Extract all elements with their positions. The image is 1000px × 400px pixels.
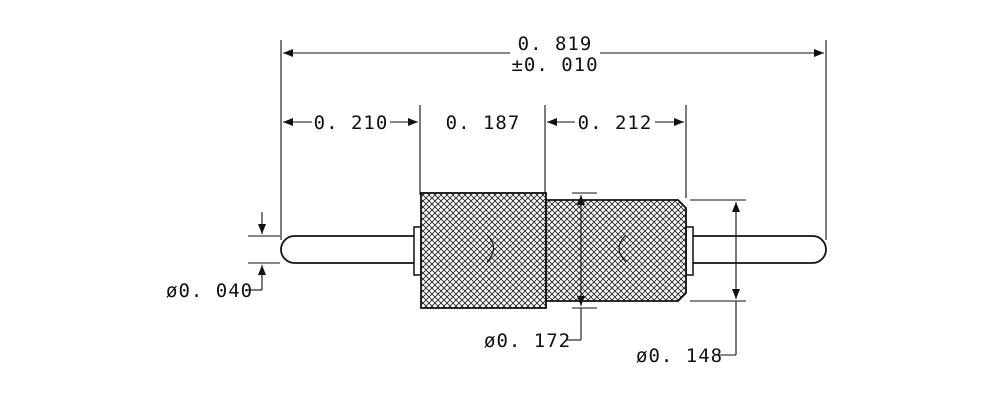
large-knurled-body xyxy=(420,192,547,309)
left-pin-length-label: 0. 210 xyxy=(314,112,389,134)
overall-length-label: 0. 819 xyxy=(518,33,593,55)
pin-diameter-dimension: ø0. 040 xyxy=(166,212,280,302)
segment-dimensions: 0. 210 0. 187 0. 212 xyxy=(283,105,687,198)
right-collar xyxy=(685,226,694,276)
large-body-diameter-label: ø0. 172 xyxy=(484,330,571,352)
small-knurled-body xyxy=(545,199,687,302)
overall-length-dimension: 0. 819 ±0. 010 xyxy=(280,33,827,240)
connector-part xyxy=(280,192,827,309)
left-collar xyxy=(413,226,422,276)
large-body-diameter-dimension: ø0. 172 xyxy=(484,192,597,352)
pin-diameter-label: ø0. 040 xyxy=(166,280,253,302)
center-body-length-label: 0. 187 xyxy=(446,112,521,134)
hidden-feature-left xyxy=(486,234,495,263)
small-body-diameter-label: ø0. 148 xyxy=(636,345,723,367)
hidden-feature-right xyxy=(618,234,627,263)
right-body-length-label: 0. 212 xyxy=(578,112,653,134)
small-body-diameter-dimension: ø0. 148 xyxy=(636,199,746,367)
overall-tolerance-label: ±0. 010 xyxy=(511,54,598,76)
